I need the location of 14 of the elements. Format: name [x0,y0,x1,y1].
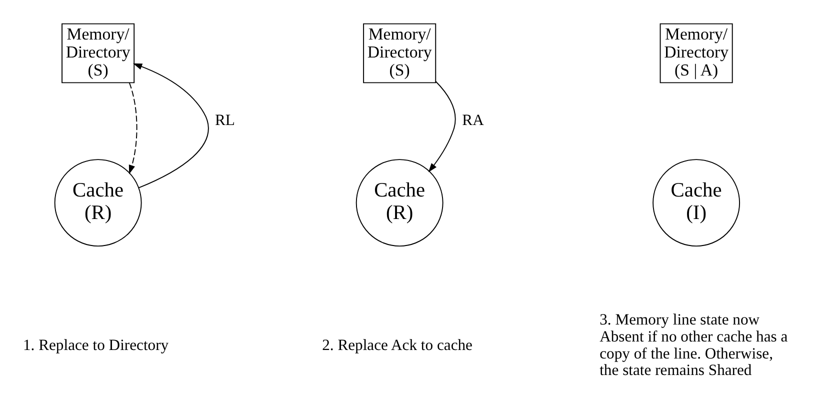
arrow [132,62,209,188]
node-box: Memory/ Directory (S | A) [660,22,733,83]
arrow [128,82,138,174]
edge-label: RL [214,112,235,129]
label: 3. Memory line state now Absent if no other cache has a copy of the line. Otherwise, the state remains Shared [600,311,788,379]
node-box: Memory/ Directory (S) [363,22,436,83]
edge-label: RA [462,112,484,129]
arrow [428,80,456,172]
label: 2. Replace Ack to cache [322,336,472,354]
node-circle: Cache (R) [356,158,444,246]
node-box: Memory/ Directory (S) [62,22,135,83]
node-circle: Cache (I) [652,158,740,246]
label: 1. Replace to Directory [22,336,169,354]
node-circle: Cache (R) [54,158,142,246]
